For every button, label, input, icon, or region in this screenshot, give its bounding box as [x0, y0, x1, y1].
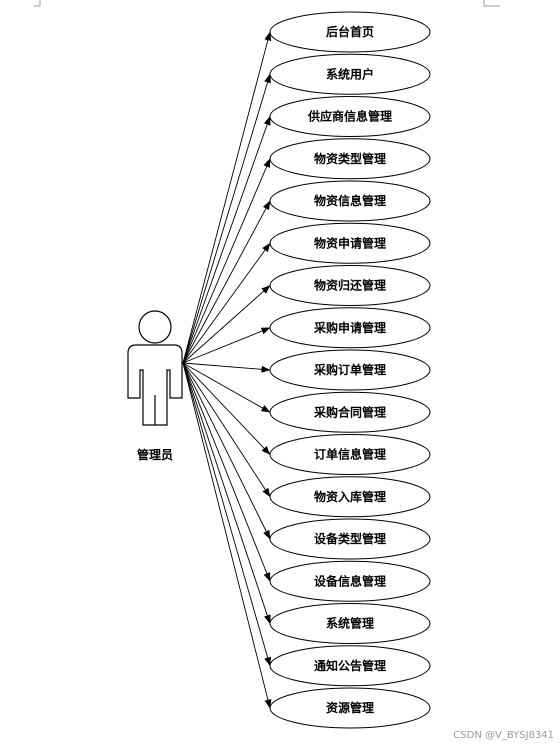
use-case-list: 后台首页系统用户供应商信息管理物资类型管理物资信息管理物资申请管理物资归还管理采…	[269, 11, 431, 729]
use-case-label: 采购合同管理	[313, 404, 386, 419]
use-case: 物资申请管理	[269, 222, 431, 264]
use-case: 通知公告管理	[269, 645, 431, 687]
use-case: 系统用户	[269, 53, 431, 95]
use-case-ellipse	[269, 307, 431, 349]
actor-figure	[127, 310, 183, 426]
use-case-ellipse	[269, 53, 431, 95]
use-case: 物资归还管理	[269, 265, 431, 306]
use-case-label: 系统用户	[326, 66, 374, 81]
use-case: 采购订单管理	[269, 349, 431, 391]
association-line	[182, 362, 271, 373]
use-case: 后台首页	[269, 11, 431, 53]
use-case-label: 物资类型管理	[314, 151, 386, 166]
association-line	[182, 285, 271, 364]
association-line	[182, 327, 271, 364]
use-case: 物资类型管理	[269, 138, 431, 180]
actor-head	[138, 310, 172, 344]
use-case-label: 物资归还管理	[314, 278, 386, 293]
use-case-ellipse	[269, 434, 431, 475]
use-case: 设备类型管理	[269, 518, 431, 560]
use-case-ellipse	[269, 645, 431, 687]
use-case: 采购申请管理	[269, 307, 431, 349]
association-line	[182, 362, 272, 667]
use-case-ellipse	[269, 349, 431, 391]
use-case-ellipse	[269, 138, 431, 180]
association-line	[182, 362, 271, 582]
use-case-ellipse	[269, 222, 431, 264]
use-case-ellipse	[269, 391, 431, 433]
association-line	[182, 362, 271, 624]
use-case-ellipse	[269, 11, 431, 53]
use-case-label: 设备信息管理	[314, 573, 386, 588]
use-case-ellipse	[269, 518, 431, 560]
association-line	[182, 362, 271, 455]
association-line	[182, 362, 271, 540]
use-case-label: 后台首页	[326, 24, 374, 39]
use-case-label: 物资入库管理	[314, 489, 386, 504]
association-line	[182, 362, 271, 413]
use-case: 系统管理	[269, 603, 431, 644]
use-case: 订单信息管理	[269, 434, 431, 475]
use-case: 采购合同管理	[269, 391, 431, 433]
use-case-label: 通知公告管理	[314, 658, 386, 673]
use-case-label: 物资申请管理	[314, 235, 386, 250]
use-case: 供应商信息管理	[269, 96, 431, 137]
association-line	[182, 158, 271, 364]
use-case-label: 系统管理	[326, 616, 374, 631]
use-case-ellipse	[269, 96, 431, 137]
association-line	[182, 200, 271, 364]
association-line	[182, 73, 271, 364]
use-case-ellipse	[269, 687, 431, 729]
use-case-label: 资源管理	[326, 700, 374, 715]
association-line	[182, 31, 272, 364]
use-case: 物资信息管理	[269, 180, 431, 222]
use-case-ellipse	[269, 180, 431, 222]
use-case-label: 供应商信息管理	[307, 109, 392, 124]
page-corner-marks	[34, 0, 500, 7]
association-line	[182, 362, 272, 709]
actor-name: 管理员	[137, 447, 173, 462]
use-case-label: 订单信息管理	[314, 447, 386, 462]
watermark: CSDN @V_BYSJ8341	[453, 730, 554, 741]
use-case-ellipse	[269, 265, 431, 306]
use-case-ellipse	[269, 476, 431, 518]
association-line	[182, 362, 271, 498]
use-case: 物资入库管理	[269, 476, 431, 518]
use-case-label: 采购订单管理	[313, 362, 386, 377]
use-case-label: 物资信息管理	[314, 193, 386, 208]
association-line	[182, 116, 271, 364]
use-case-ellipse	[269, 560, 431, 602]
use-case-ellipse	[269, 603, 431, 644]
use-case-label: 设备类型管理	[314, 531, 386, 546]
association-lines	[182, 31, 272, 709]
actor-body	[127, 344, 183, 426]
use-case-label: 采购申请管理	[313, 320, 386, 335]
use-case: 资源管理	[269, 687, 431, 729]
association-line	[182, 242, 271, 364]
use-case: 设备信息管理	[269, 560, 431, 602]
